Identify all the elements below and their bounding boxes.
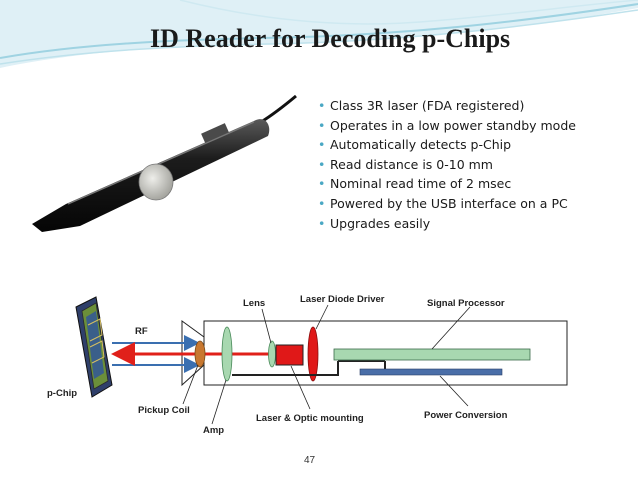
feature-bullet-list: •Class 3R laser (FDA registered) •Operat… bbox=[318, 96, 576, 233]
id-reader-pen-image bbox=[32, 94, 297, 232]
header-wave-decoration bbox=[0, 0, 638, 68]
bullet-item: •Upgrades easily bbox=[318, 214, 576, 234]
bullet-dot-icon: • bbox=[318, 176, 326, 192]
laser-optic-mount-block bbox=[275, 344, 304, 366]
leader-line bbox=[431, 306, 471, 350]
bullet-item: •Automatically detects p-Chip bbox=[318, 135, 576, 155]
signal-processor-board bbox=[333, 348, 531, 361]
bullet-item: •Nominal read time of 2 msec bbox=[318, 174, 576, 194]
label-lens: Lens bbox=[243, 298, 265, 309]
wire bbox=[232, 361, 339, 376]
bullet-dot-icon: • bbox=[318, 98, 326, 113]
label-amp: Amp bbox=[203, 425, 224, 436]
leader-line bbox=[315, 304, 329, 330]
label-rf: RF bbox=[135, 326, 148, 337]
leader-line bbox=[211, 379, 227, 425]
label-p-chip: p-Chip bbox=[47, 388, 77, 399]
bullet-item: •Powered by the USB interface on a PC bbox=[318, 194, 576, 214]
power-conversion-board bbox=[359, 368, 503, 376]
bullet-dot-icon: • bbox=[318, 215, 326, 231]
label-pickup-coil: Pickup Coil bbox=[138, 405, 190, 416]
laser-diode-driver-shape bbox=[307, 326, 319, 382]
p-chip-graphic bbox=[75, 296, 113, 398]
page-number: 47 bbox=[304, 455, 316, 466]
leader-line bbox=[290, 365, 311, 410]
bullet-dot-icon: • bbox=[318, 137, 326, 153]
front-lens-shape bbox=[221, 326, 233, 382]
bullet-dot-icon: • bbox=[318, 156, 326, 172]
leader-line bbox=[439, 375, 469, 407]
leader-line bbox=[182, 364, 199, 405]
reader-block-diagram: Lens Laser Diode Driver Signal Processor… bbox=[47, 294, 568, 436]
bullet-item: •Read distance is 0-10 mm bbox=[318, 155, 576, 175]
slide-title: ID Reader for Decoding p-Chips bbox=[150, 24, 511, 53]
pickup-coil-shape bbox=[194, 340, 206, 368]
label-laser-diode-driver: Laser Diode Driver bbox=[300, 294, 385, 305]
bullet-dot-icon: • bbox=[318, 117, 326, 133]
leader-line bbox=[261, 308, 272, 344]
lens-shape bbox=[268, 340, 276, 368]
pen-logo-label bbox=[201, 123, 229, 143]
bullet-item: •Operates in a low power standby mode bbox=[318, 116, 576, 136]
label-signal-processor: Signal Processor bbox=[427, 298, 505, 309]
coin-scale-reference bbox=[138, 163, 174, 201]
label-power-conversion: Power Conversion bbox=[424, 410, 508, 421]
bullet-item: •Class 3R laser (FDA registered) bbox=[318, 96, 576, 116]
label-laser-optic-mounting: Laser & Optic mounting bbox=[256, 413, 364, 424]
bullet-dot-icon: • bbox=[318, 195, 326, 211]
